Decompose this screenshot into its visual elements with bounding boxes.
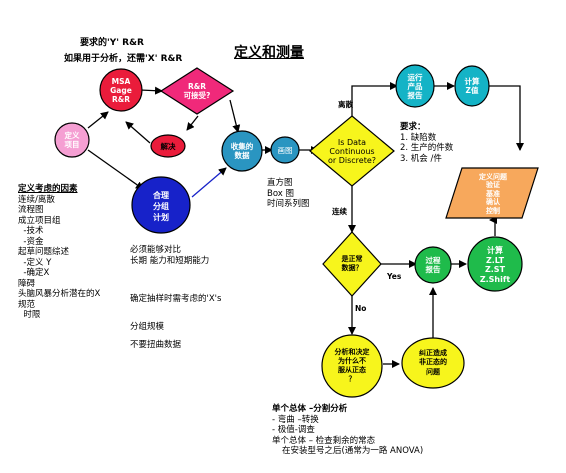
collect-data-node[interactable] [221,130,263,172]
process-report-node[interactable] [414,246,452,284]
flow-arrows [87,82,524,368]
msa-label: MSA Gage R&R [110,76,132,104]
edge-label-yes: Yes [387,272,402,281]
header-line-2: 如果用于分析，还需'X' R&R [64,54,183,64]
run-report-label: 运行 产品 报告 [407,72,423,100]
stable-node[interactable] [322,231,382,297]
chart-types-list: 直方图 Box 图 时间系列图 [267,178,310,210]
arrow-define-to-msa [87,111,109,129]
chart-node[interactable] [270,136,300,164]
chart-type-item: 直方图 [267,178,293,188]
define-project-node[interactable] [54,122,90,158]
mid-note-3: 确定抽样时需考虑的'X's [130,294,222,304]
plan-node[interactable] [131,176,191,234]
process-report-label: 过程 报告 [425,256,441,274]
decision-data-label: Is Data Continuous or Discrete? [327,137,376,165]
edge-label-continuous: 连续 [332,207,347,216]
requirements-title: 要求： [400,122,426,132]
solve-node[interactable] [150,134,186,158]
mid-note-1: 必须能够对比 [130,245,182,255]
edge-label-discrete: 离散 [338,100,353,109]
arrow-msa-to-rr [139,86,163,95]
analyze-cause-label: 分析和决定 为什么不 服从正态 ？ [334,348,370,383]
arrow-rr-to-collect [229,99,241,133]
arrow-plan-to-collect [191,167,227,198]
collect-data-label: 收集的 数据 [230,142,254,160]
rr-accept-label: R&R 可接受? [183,82,211,100]
left-note-item: 流程图 [18,205,44,215]
bottom-note-item: - 弯曲 –转换 [272,414,319,425]
chart-type-item: Box 图 [267,188,295,199]
define-project-label: 定义 项目 [64,131,80,149]
requirement-item: 1. 缺陷数 [400,132,437,143]
calc-zlt-label: 计算 Z.LT Z.ST Z.Shift [479,246,511,284]
requirement-item: 2. 生产的件数 [400,143,454,153]
bottom-note-item: 单个总体 – 检查剩余的常态 [272,435,376,446]
left-notes: 定义考虑的因素 连续/离散 流程图 成立项目组 -技术 -资金 起草问题综述 -… [18,184,100,321]
arrow-define-to-plan [87,149,144,190]
correct-cause-label: 纠正造成 非正态的 问题 [419,348,447,376]
rr-accept-node[interactable] [159,67,235,115]
bottom-notes: 单个总体 –分割分析 - 弯曲 –转换 - 极值-调查 单个总体 – 检查剩余的… [272,404,423,457]
left-note-item: 连续/离散 [18,194,55,205]
correct-cause-node[interactable] [401,337,465,389]
left-note-item: 成立项目组 [18,215,61,226]
edge-label-no: No [355,304,367,313]
left-note-item: 规范 [18,299,36,310]
chart-label: 画图 [277,145,293,155]
calc-z-node[interactable] [454,65,490,107]
run-report-node[interactable] [395,64,435,108]
left-note-item: 时限 [18,310,41,320]
chart-type-item: 时间系列图 [267,199,310,209]
arrow-zlt-to-issue [489,216,497,236]
analyze-cause-node[interactable] [321,334,383,398]
left-note-item: -技术 [18,226,44,236]
bottom-note-item: 在安装型号之后(通常为一路 ANOVA) [282,446,424,456]
left-note-item: -定义 Y [18,257,52,268]
mid-note-4: 分组规模 [130,322,165,332]
arrow-solve-to-msa [125,121,151,144]
stable-label: 是正常 数据？ [341,255,363,272]
define-issue-node[interactable] [445,167,539,219]
calc-z-label: 计算 Z值 [464,77,480,95]
plan-label: 合理 分组 计划 [153,190,169,222]
left-note-item: -确定X [18,268,50,278]
requirements-block: 要求： 1. 缺陷数 2. 生产的件数 3. 机会 /件 [400,122,453,164]
calc-zlt-node[interactable] [467,236,523,292]
header-line-1: 要求的'Y' R&R [80,38,144,48]
define-issue-label: 定义问题 验证 基准 确认 控制 [479,172,507,215]
left-notes-title: 定义考虑的因素 [18,184,78,194]
left-note-item: -资金 [18,236,44,247]
page-title: 定义和测量 [234,45,304,61]
mid-note-5: 不要扭曲数据 [130,340,182,350]
mid-note-2: 长期 能力和短期能力 [130,256,210,266]
bottom-notes-title: 单个总体 –分割分析 [272,404,348,414]
bottom-note-item: - 极值-调查 [272,425,315,435]
left-note-item: 起草问题综述 [18,247,70,257]
decision-data-node[interactable] [309,115,395,187]
msa-node[interactable] [99,68,143,112]
solve-label: 解决 [160,141,176,151]
arrow-calcz-to-issue [488,85,524,151]
left-note-item: 头脑风暴分析潜在的X [18,289,101,299]
arrow-decision-to-run [351,82,398,116]
arrow-rr-to-solve [186,115,199,131]
requirement-item: 3. 机会 /件 [400,153,442,164]
left-note-item: 障碍 [18,278,36,289]
